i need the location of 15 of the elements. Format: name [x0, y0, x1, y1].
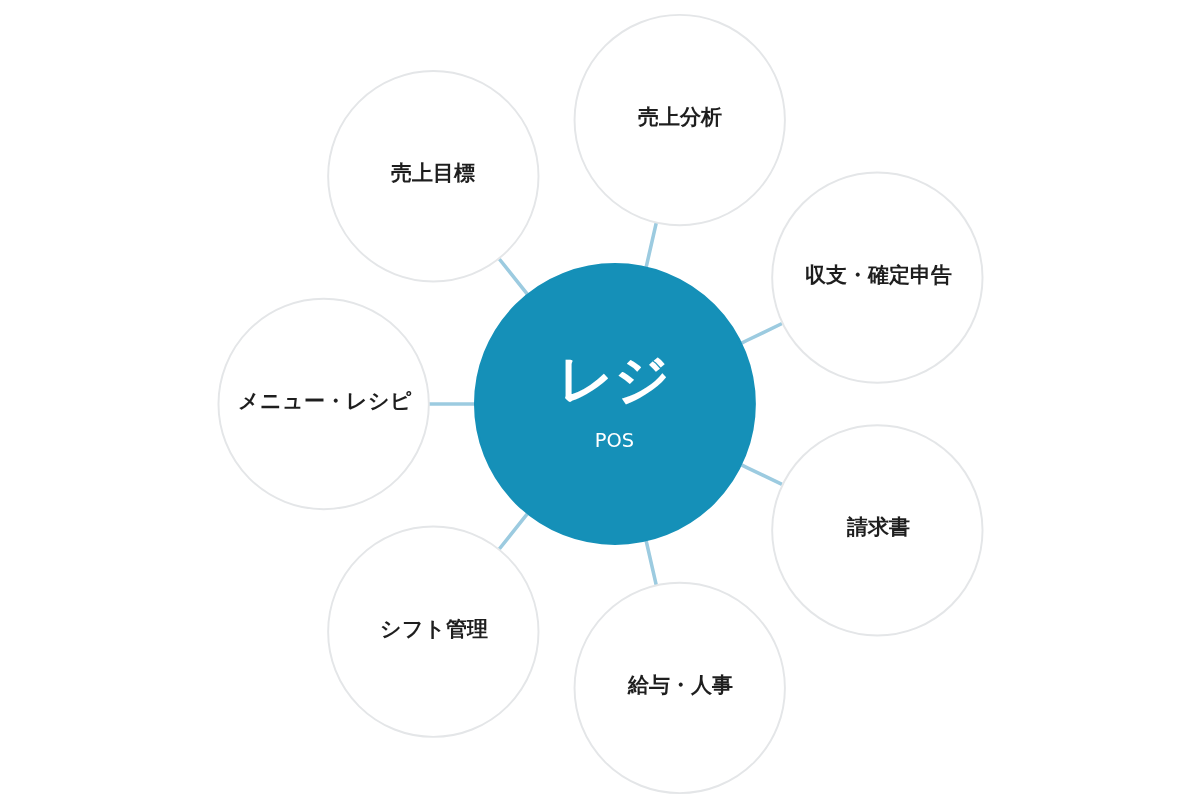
node-circle: レジ POS	[473, 263, 756, 545]
node-circle: 請求書	[770, 424, 983, 637]
node-circle: 売上目標	[326, 70, 539, 283]
connector	[643, 540, 658, 586]
connector	[497, 512, 529, 551]
connector	[740, 463, 783, 487]
node-circle: 売上分析	[573, 13, 786, 227]
node-circle: 収支・確定申告	[770, 171, 983, 384]
connector	[428, 402, 475, 406]
node-circle: シフト管理	[326, 525, 539, 738]
node-circle: メニュー・レシピ	[217, 297, 430, 511]
node-circle: 給与・人事	[573, 581, 786, 795]
connector	[740, 321, 783, 345]
connector	[643, 222, 658, 268]
connector	[497, 257, 529, 296]
